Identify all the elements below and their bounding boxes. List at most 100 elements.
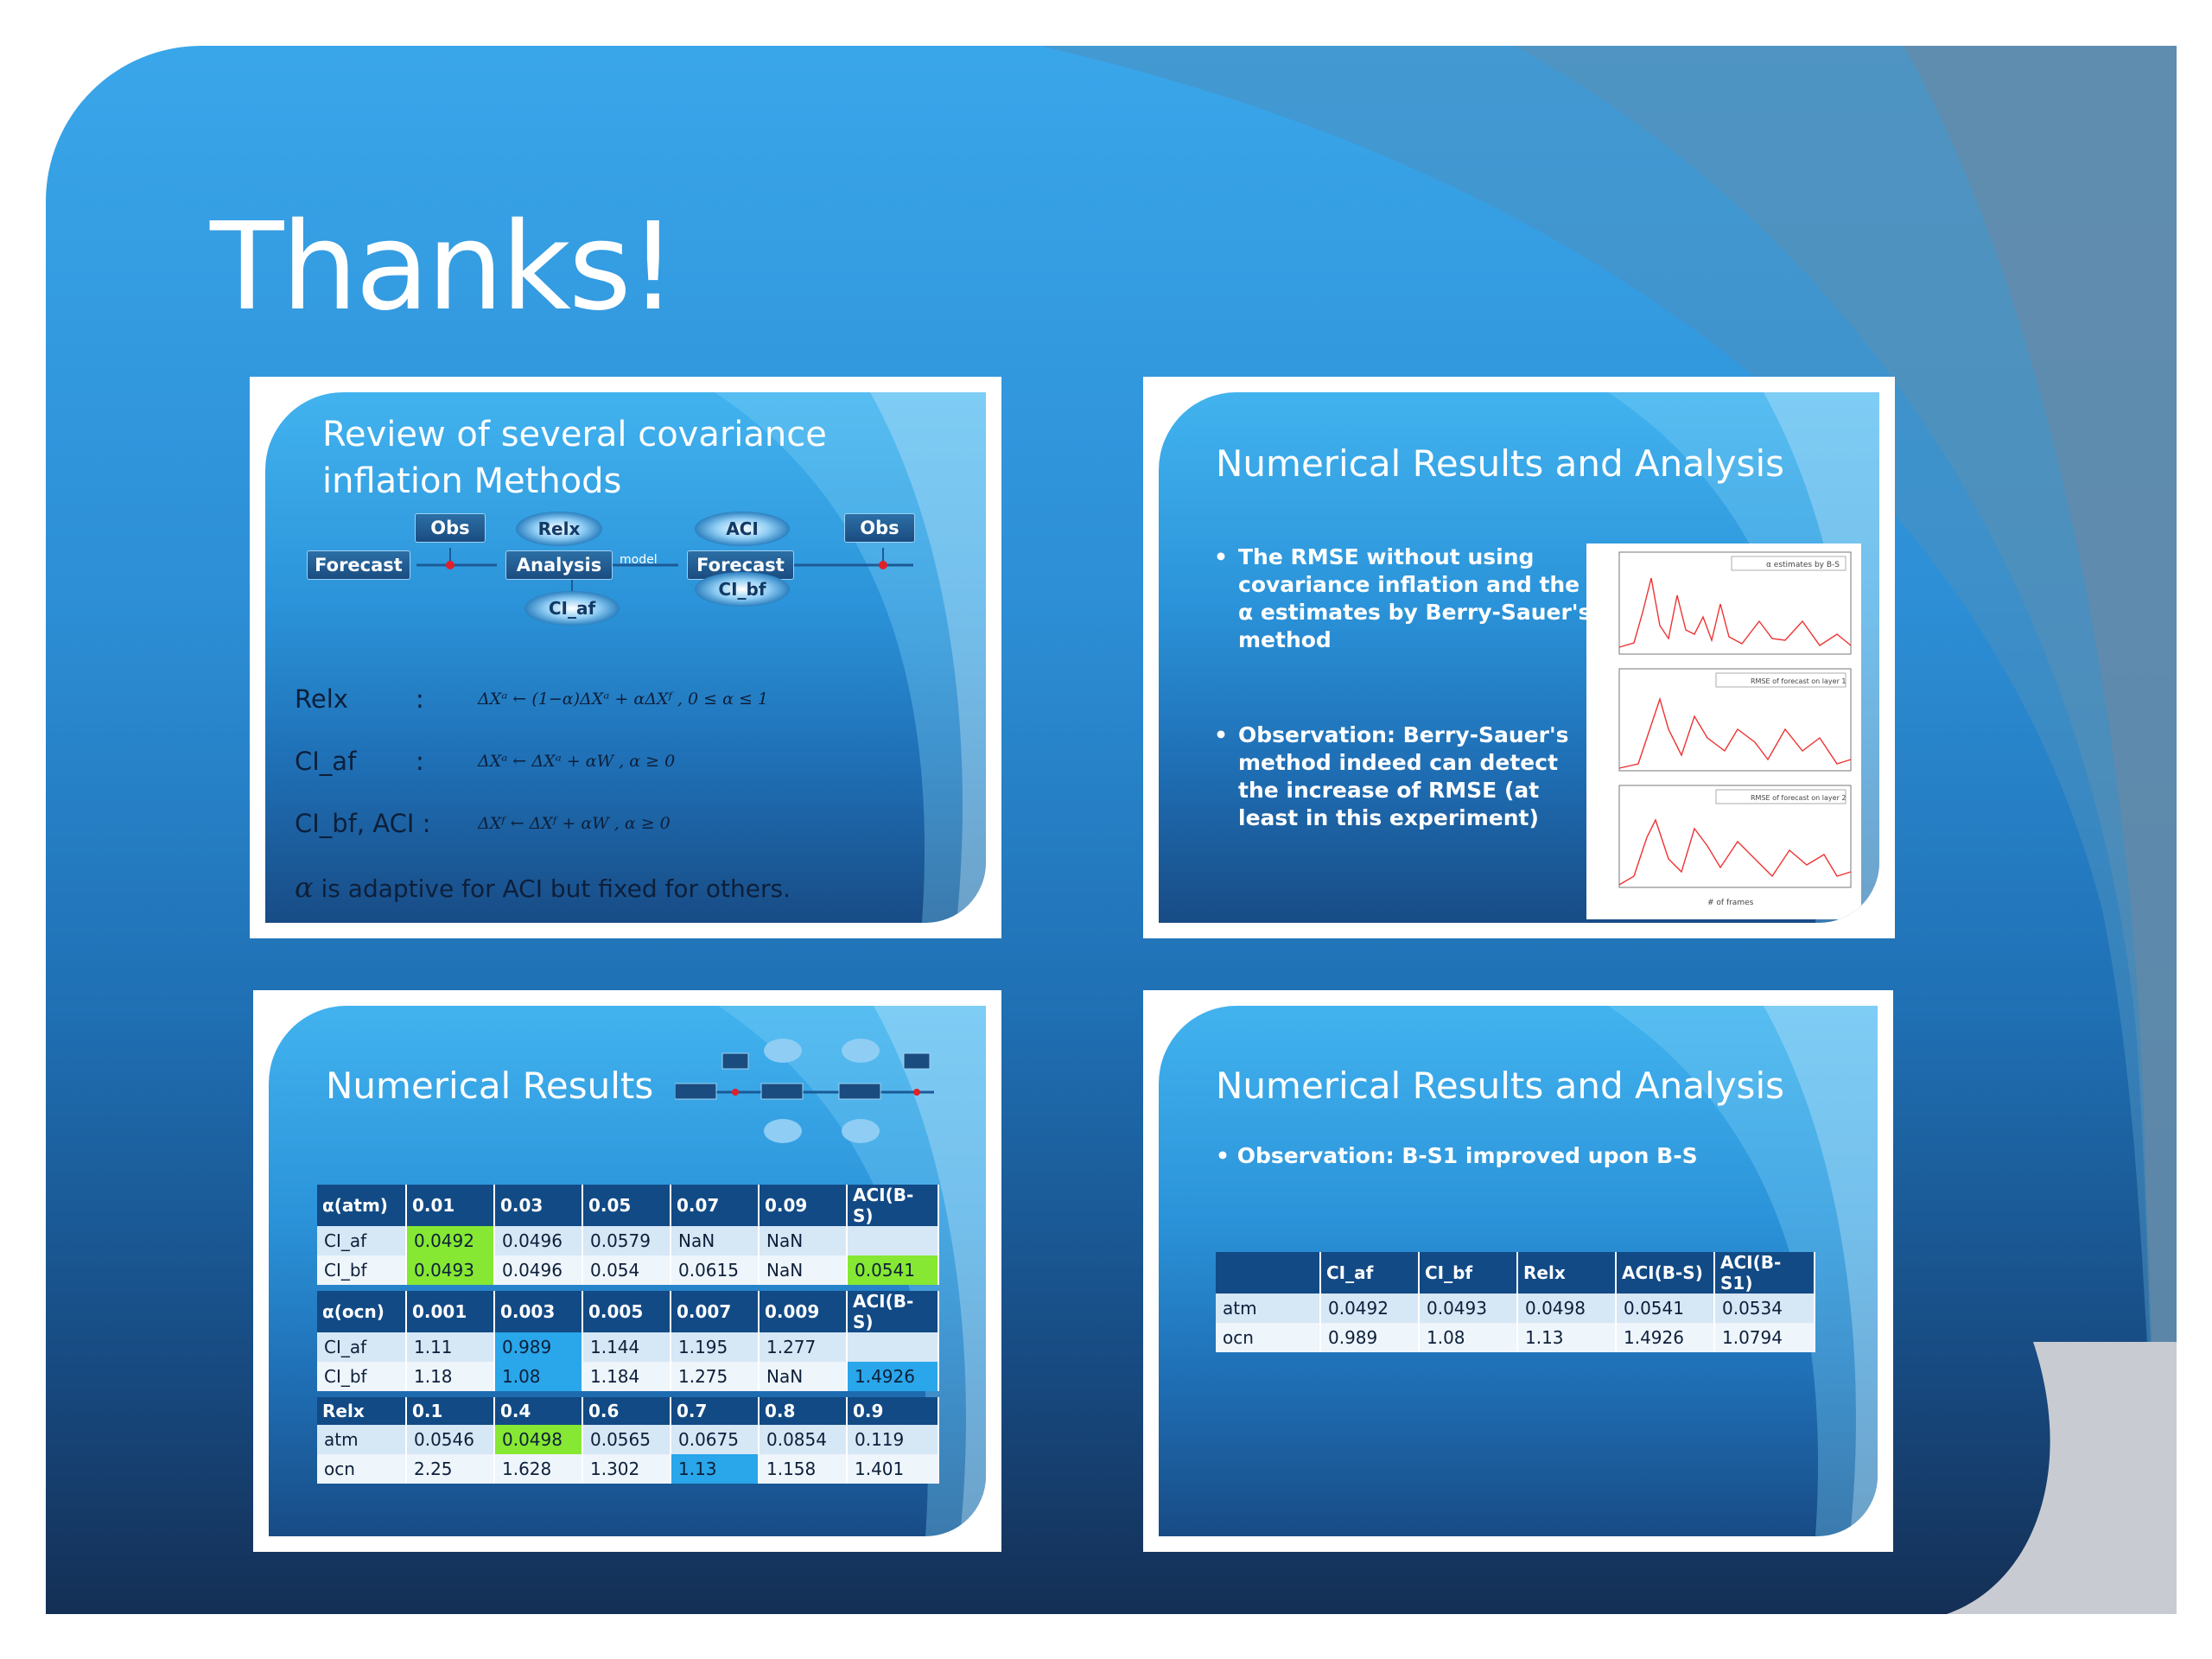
table-cell: 1.184 — [582, 1362, 671, 1391]
plot1-legend: α estimates by B-S — [1766, 561, 1840, 569]
thumb2-bullet-1: • The RMSE without using covariance infl… — [1214, 544, 1592, 652]
thumb1-title-line2: inflation Methods — [322, 461, 622, 501]
diagram-model-label: model — [620, 553, 658, 567]
equation-relx: ΔXᵃ ← (1−α)ΔXᵃ + αΔXᶠ , 0 ≤ α ≤ 1 — [478, 690, 769, 709]
table-cell-highlight: 0.0541 — [847, 1255, 939, 1285]
table-cell: 1.18 — [406, 1362, 495, 1391]
table-relx: Relx 0.1 0.4 0.6 0.7 0.8 0.9 atm 0.0546 … — [317, 1397, 939, 1484]
thumb-swoosh — [1608, 1006, 1878, 1536]
table-cell: 0.0579 — [582, 1226, 671, 1255]
slide-background: Thanks! Review of several covariance inf… — [46, 46, 2177, 1614]
table-row: ocn 2.25 1.628 1.302 1.13 1.158 1.401 — [317, 1454, 939, 1484]
table-cell-highlight: 0.0498 — [494, 1425, 583, 1454]
table-cell: atm — [317, 1425, 407, 1454]
table-row: atm 0.0492 0.0493 0.0498 0.0541 0.0534 — [1216, 1294, 1815, 1323]
plot-panel: α estimates by B-S RMSE of forecast on l… — [1586, 543, 1861, 919]
thumb-swoosh — [718, 1006, 986, 1536]
table-cell: 1.0794 — [1714, 1323, 1815, 1352]
col-header: ACI(B-S1) — [1714, 1252, 1815, 1294]
table-cell-highlight: 1.08 — [494, 1362, 583, 1391]
col-header: 0.01 — [406, 1185, 495, 1226]
thumbnail-numerical-results[interactable]: Numerical Results α(atm) 0.01 0 — [253, 990, 1001, 1552]
col-header: 0.7 — [671, 1397, 760, 1425]
plot-xlabel: # of frames — [1707, 899, 1754, 907]
thumb2-bullet-2: • Observation: Berry-Sauer's method inde… — [1214, 722, 1569, 830]
diagram-analysis-box: Analysis — [505, 550, 613, 580]
col-header — [1216, 1252, 1321, 1294]
thumbnail-results-analysis-1[interactable]: Numerical Results and Analysis • The RMS… — [1143, 377, 1895, 938]
diagram-forecast-box: Forecast — [307, 550, 410, 580]
footnote-text: is adaptive for ACI but fixed for others… — [321, 874, 791, 903]
diagram-obs-box: Obs — [415, 513, 486, 543]
table-cell: 0.0546 — [406, 1425, 495, 1454]
eq-label-relx: Relx — [295, 684, 348, 714]
table-cell: 0.0675 — [671, 1425, 760, 1454]
eq-label-ci-bf-aci: CI_bf, ACI : — [295, 809, 431, 838]
table-cell: 1.11 — [406, 1332, 495, 1362]
table-cell: NaN — [759, 1362, 848, 1391]
table-cell: 1.401 — [847, 1454, 939, 1484]
table-cell — [847, 1226, 939, 1255]
mini-diagram-icon — [675, 1039, 934, 1143]
thumbnail-review-methods-inner: Review of several covariance inflation M… — [265, 392, 986, 923]
bullet1-line3: α estimates by Berry-Sauer's — [1238, 600, 1592, 625]
col-header: α(ocn) — [317, 1291, 407, 1332]
table-cell: 1.275 — [671, 1362, 760, 1391]
thumb3-title: Numerical Results — [326, 1065, 654, 1107]
bullet2-line4: least in this experiment) — [1238, 805, 1539, 830]
thumb4-title: Numerical Results and Analysis — [1216, 1065, 1784, 1107]
col-header: 0.009 — [759, 1291, 848, 1332]
diagram-ci-bf-oval: CI_bf — [695, 572, 790, 607]
col-header: Relx — [1517, 1252, 1617, 1294]
thumb4-bullet-text: Observation: B-S1 improved upon B-S — [1236, 1143, 1698, 1168]
table-ocn: α(ocn) 0.001 0.003 0.005 0.007 0.009 ACI… — [317, 1291, 939, 1391]
thumb2-title: Numerical Results and Analysis — [1216, 442, 1784, 485]
table-cell: CI_bf — [317, 1362, 407, 1391]
table-cell-highlight: 0.0492 — [406, 1226, 495, 1255]
table-cell: 1.4926 — [1616, 1323, 1715, 1352]
col-header: ACI(B-S) — [847, 1291, 939, 1332]
table-summary: CI_af CI_bf Relx ACI(B-S) ACI(B-S1) atm … — [1216, 1252, 1815, 1352]
thumbnail-results-analysis-2-inner: Numerical Results and Analysis • Observa… — [1159, 1006, 1878, 1536]
table-cell-highlight: 0.989 — [494, 1332, 583, 1362]
table-cell: 0.0534 — [1714, 1294, 1815, 1323]
table-cell: 0.0492 — [1320, 1294, 1420, 1323]
table-cell: 0.0493 — [1419, 1294, 1518, 1323]
alpha-symbol: α — [295, 871, 314, 904]
col-header: 0.05 — [582, 1185, 671, 1226]
col-header: 0.6 — [582, 1397, 671, 1425]
table-cell: CI_af — [317, 1226, 407, 1255]
table-cell: 0.0498 — [1517, 1294, 1617, 1323]
thumbnail-results-analysis-2[interactable]: Numerical Results and Analysis • Observa… — [1143, 990, 1893, 1552]
diagram-obs2-box: Obs — [844, 513, 915, 543]
col-header: 0.1 — [406, 1397, 495, 1425]
table-cell: 0.0854 — [759, 1425, 848, 1454]
table-cell: 1.195 — [671, 1332, 760, 1362]
col-header: Relx — [317, 1397, 407, 1425]
col-header: ACI(B-S) — [1616, 1252, 1715, 1294]
table-cell: 1.158 — [759, 1454, 848, 1484]
thumbnail-review-methods[interactable]: Review of several covariance inflation M… — [250, 377, 1001, 938]
col-header: 0.8 — [759, 1397, 848, 1425]
col-header: 0.007 — [671, 1291, 760, 1332]
bullet1-line4: method — [1238, 627, 1332, 652]
thumb-swoosh — [1608, 392, 1879, 923]
table-row: ocn 0.989 1.08 1.13 1.4926 1.0794 — [1216, 1323, 1815, 1352]
table-cell — [847, 1332, 939, 1362]
table-cell: 1.628 — [494, 1454, 583, 1484]
table-cell: 0.0565 — [582, 1425, 671, 1454]
table-cell: atm — [1216, 1294, 1321, 1323]
plot2-legend: RMSE of forecast on layer 1 — [1751, 677, 1847, 685]
col-header: 0.005 — [582, 1291, 671, 1332]
bullet2-line2: method indeed can detect — [1238, 750, 1559, 775]
thumb1-title-line1: Review of several covariance — [322, 415, 827, 454]
table-cell: 1.13 — [1517, 1323, 1617, 1352]
table-cell: NaN — [671, 1226, 760, 1255]
bullet1-line1: The RMSE without using — [1238, 544, 1535, 569]
plot-svg: α estimates by B-S RMSE of forecast on l… — [1618, 551, 1852, 907]
table-cell: 1.144 — [582, 1332, 671, 1362]
table-cell-highlight: 1.4926 — [847, 1362, 939, 1391]
bullet2-line1: Observation: Berry-Sauer's — [1238, 722, 1569, 747]
diagram-aci-oval: ACI — [695, 512, 790, 546]
eq-colon-1: : — [416, 684, 424, 714]
